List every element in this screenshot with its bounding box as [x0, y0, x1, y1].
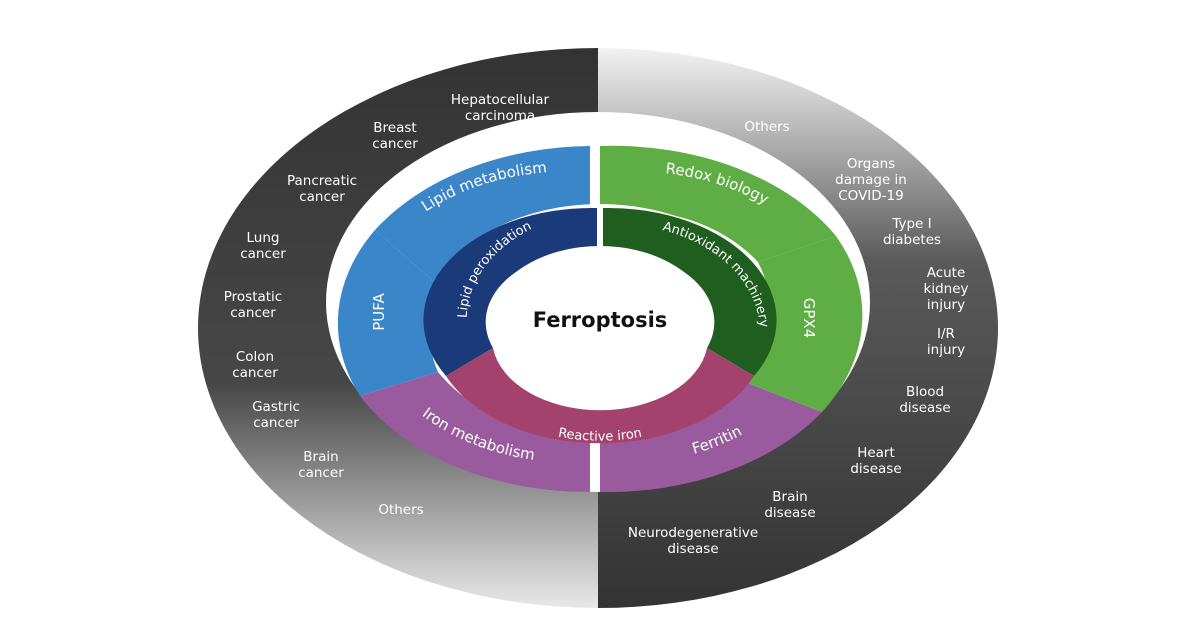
- center-title: Ferroptosis: [533, 308, 668, 332]
- segment-antioxidant-machinery: [603, 207, 777, 376]
- segment-ferritin: [600, 382, 822, 493]
- label-gpx4: GPX4: [800, 298, 818, 339]
- label-pufa: PUFA: [370, 292, 388, 330]
- segment-reactive-iron: [446, 348, 754, 444]
- cancer-label-others: Others: [378, 502, 423, 518]
- outer-ring-cancers: [198, 48, 598, 608]
- segment-iron-metabolism: [360, 372, 590, 493]
- segment-gpx4: [745, 236, 863, 412]
- label-reactive-iron: Reactive iron: [557, 426, 643, 445]
- segment-pufa: [337, 230, 438, 396]
- outer-ring-diseases: [598, 48, 998, 608]
- disease-label-others: Others: [744, 119, 789, 135]
- center-circle: [490, 246, 710, 394]
- segment-lipid-peroxidation: [423, 207, 597, 376]
- segment-redox-biology: [600, 145, 836, 262]
- segment-lipid-metabolism: [375, 146, 590, 285]
